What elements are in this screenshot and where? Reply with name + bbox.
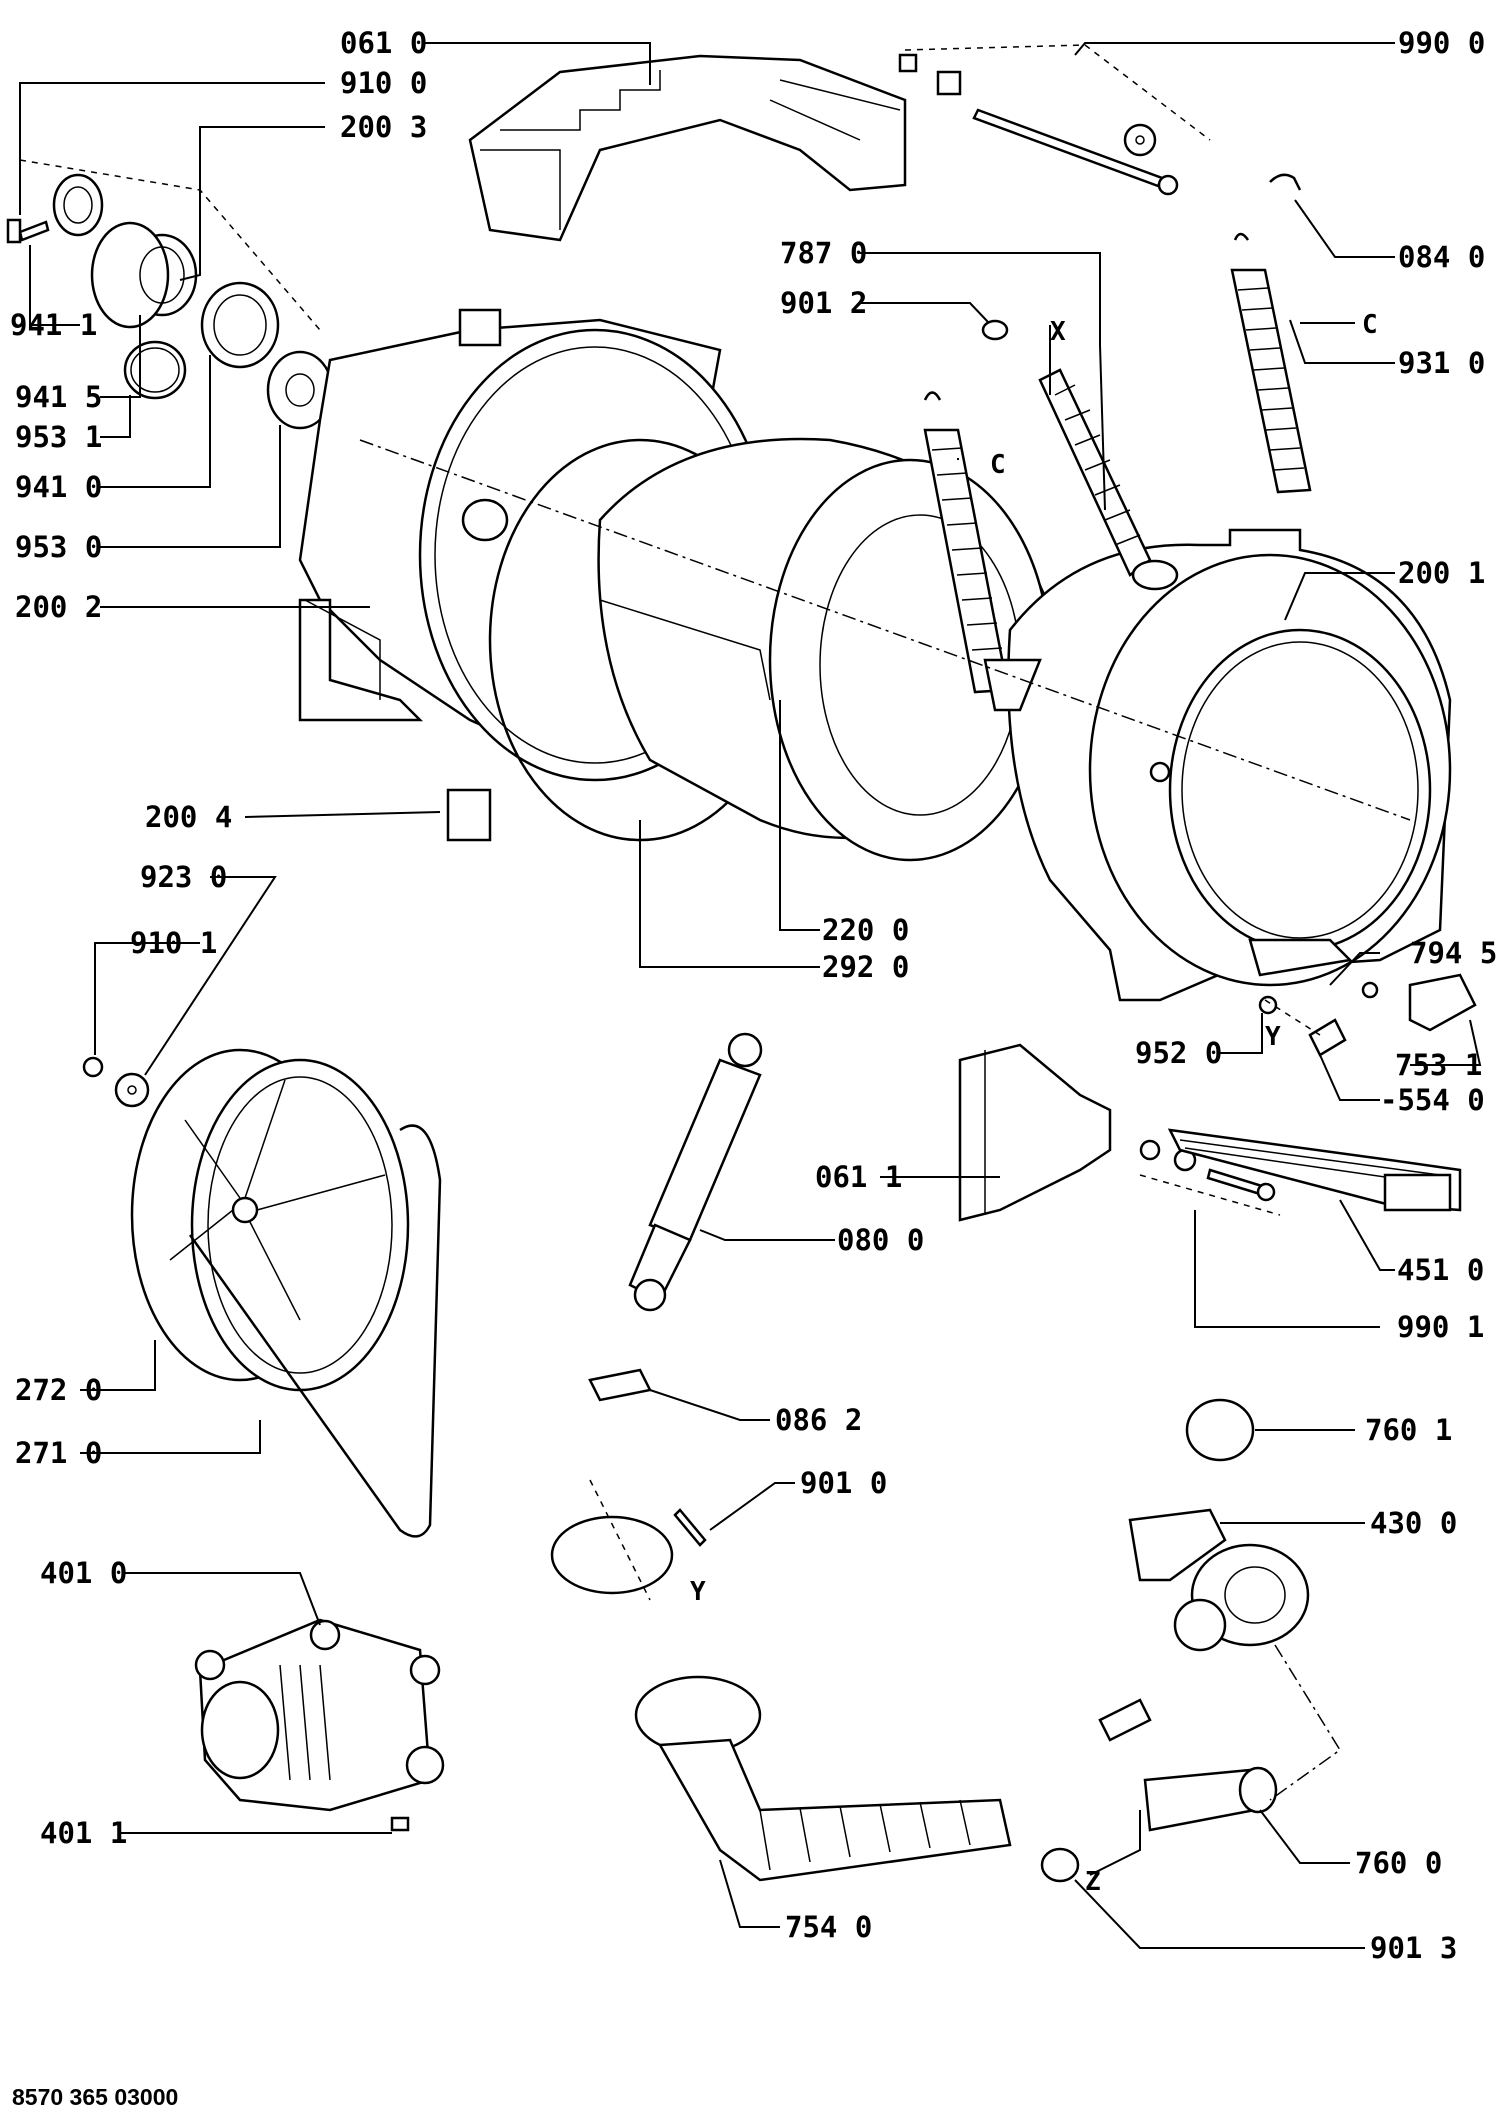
label-901-2: 901 2 bbox=[780, 286, 867, 320]
label-086-2: 086 2 bbox=[775, 1403, 862, 1437]
label-753-1: 753 1 bbox=[1395, 1048, 1482, 1082]
part-bracket bbox=[588, 1368, 652, 1402]
dash-line-bolts bbox=[1139, 1174, 1281, 1216]
label-760-0: 760 0 bbox=[1355, 1846, 1442, 1880]
part-filter bbox=[1143, 1766, 1278, 1832]
label-200-1: 200 1 bbox=[1398, 556, 1485, 590]
part-heater bbox=[1167, 1128, 1462, 1212]
connection-markers: X C C Y Y Z bbox=[690, 310, 1378, 1897]
part-bolt-set-side bbox=[1139, 1139, 1276, 1202]
part-drive-belt bbox=[188, 1124, 442, 1538]
label-794-5: 794 5 bbox=[1410, 936, 1497, 970]
part-suspension-springs bbox=[923, 232, 1312, 712]
dash-line-pump bbox=[1269, 1644, 1342, 1801]
label-953-1: 953 1 bbox=[15, 420, 102, 454]
label-401-1: 401 1 bbox=[40, 1816, 127, 1850]
label-554-0: -554 0 bbox=[1380, 1083, 1485, 1117]
label-272-0: 272 0 bbox=[15, 1373, 102, 1407]
label-200-2: 200 2 bbox=[15, 590, 102, 624]
label-220-0: 220 0 bbox=[822, 913, 909, 947]
part-gasket-554 bbox=[1308, 1018, 1347, 1057]
label-271-0: 271 0 bbox=[15, 1436, 102, 1470]
part-hook bbox=[1269, 173, 1302, 191]
label-990-1: 990 1 bbox=[1397, 1310, 1484, 1344]
label-401-0: 401 0 bbox=[40, 1556, 127, 1590]
label-787-0: 787 0 bbox=[780, 236, 867, 270]
label-941-5: 941 5 bbox=[15, 380, 102, 414]
label-910-1: 910 1 bbox=[130, 926, 217, 960]
part-shock-absorber bbox=[628, 1032, 763, 1312]
label-952-0: 952 0 bbox=[1135, 1036, 1222, 1070]
label-061-0: 061 0 bbox=[340, 26, 427, 60]
label-923-0: 923 0 bbox=[140, 860, 227, 894]
part-thermostat-nut bbox=[1361, 981, 1379, 999]
part-pump-housing bbox=[1098, 1508, 1310, 1742]
dash-line-y bbox=[589, 1479, 651, 1601]
marker-y-bottom: Y bbox=[690, 1577, 706, 1607]
part-top-counterweight bbox=[468, 54, 907, 242]
part-hose-clamp bbox=[981, 319, 1009, 341]
marker-c-left: C bbox=[990, 450, 1006, 480]
part-motor-clip bbox=[390, 1816, 410, 1832]
label-061-1: 061 1 bbox=[815, 1160, 902, 1194]
label-910-0: 910 0 bbox=[340, 66, 427, 100]
marker-x: X bbox=[1050, 317, 1066, 347]
label-200-4: 200 4 bbox=[145, 800, 232, 834]
label-990-0: 990 0 bbox=[1398, 26, 1485, 60]
label-430-0: 430 0 bbox=[1370, 1506, 1457, 1540]
part-bearing-assembly bbox=[6, 173, 334, 430]
label-953-0: 953 0 bbox=[15, 530, 102, 564]
part-side-counterweight bbox=[958, 1043, 1112, 1222]
marker-c-right: C bbox=[1362, 310, 1378, 340]
label-200-3: 200 3 bbox=[340, 110, 427, 144]
leader-lines bbox=[19, 42, 1482, 1949]
axis-line-tub bbox=[359, 439, 1411, 821]
part-air-bellow bbox=[1038, 368, 1179, 591]
label-941-1: 941 1 bbox=[10, 308, 97, 342]
label-901-0: 901 0 bbox=[800, 1466, 887, 1500]
label-941-0: 941 0 bbox=[15, 470, 102, 504]
part-large-clamp bbox=[550, 1515, 674, 1595]
part-bolt-set-top bbox=[898, 53, 1179, 196]
label-901-3: 901 3 bbox=[1370, 1931, 1457, 1965]
dash-line-top bbox=[904, 44, 1211, 141]
part-washer bbox=[114, 1072, 150, 1108]
part-clip bbox=[446, 788, 492, 842]
label-084-0: 084 0 bbox=[1398, 240, 1485, 274]
part-small-clamp bbox=[1040, 1847, 1080, 1883]
marker-y-top: Y bbox=[1265, 1022, 1281, 1052]
part-screw-952 bbox=[1258, 995, 1278, 1015]
label-080-0: 080 0 bbox=[837, 1223, 924, 1257]
part-oring bbox=[1185, 1398, 1255, 1462]
part-sump-hose bbox=[634, 1675, 1012, 1882]
part-nut bbox=[82, 1056, 104, 1078]
label-451-0: 451 0 bbox=[1397, 1253, 1484, 1287]
callout-labels: 061 0 910 0 200 3 941 1 941 5 953 1 941 … bbox=[10, 26, 1497, 1965]
part-front-tub bbox=[1007, 528, 1452, 1002]
label-931-0: 931 0 bbox=[1398, 346, 1485, 380]
document-code: 8570 365 03000 bbox=[12, 2084, 178, 2110]
label-292-0: 292 0 bbox=[822, 950, 909, 984]
label-760-1: 760 1 bbox=[1365, 1413, 1452, 1447]
part-pulley bbox=[130, 1048, 410, 1392]
part-motor bbox=[194, 1618, 445, 1812]
part-ntc-sensor bbox=[1408, 973, 1477, 1032]
label-754-0: 754 0 bbox=[785, 1910, 872, 1944]
marker-z: Z bbox=[1085, 1867, 1101, 1897]
